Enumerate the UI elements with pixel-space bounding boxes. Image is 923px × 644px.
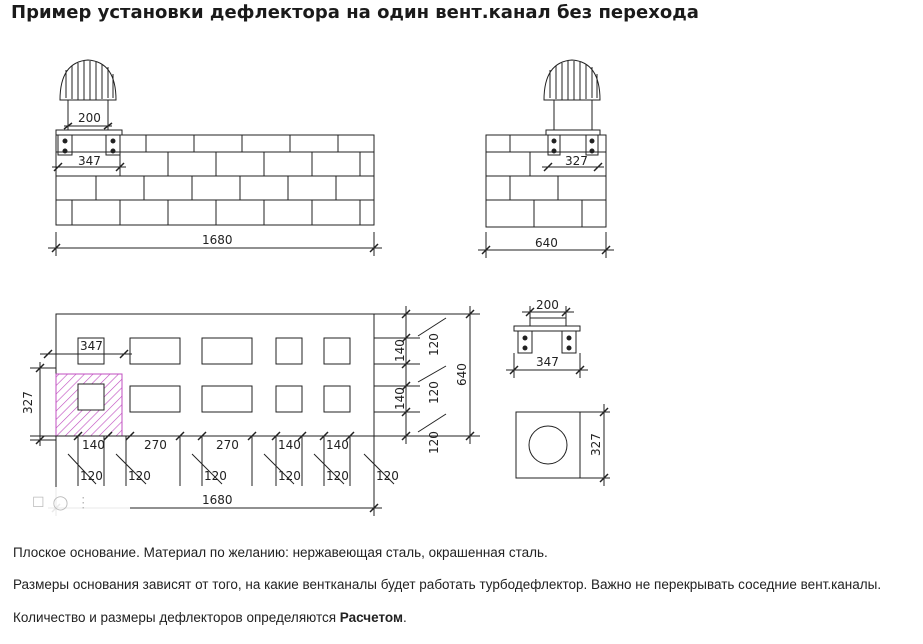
paragraph-calculation: Количество и размеры дефлекторов определ… (13, 610, 407, 625)
deflector-drawing: 200 347 1680 327 640 (21, 59, 614, 516)
dim-plan-r120a: 120 (427, 333, 441, 356)
calc-suffix: . (402, 610, 407, 625)
dim-plan-140a: 140 (82, 438, 105, 452)
bookmark-icon[interactable]: ☐ (32, 493, 45, 510)
dim-plan-r120c: 120 (427, 431, 441, 454)
paragraph-dimensions: Размеры основания зависят от того, на ка… (13, 577, 882, 592)
camera-icon[interactable]: ◯ (52, 493, 69, 510)
turbine-icon-side (543, 59, 601, 131)
dim-side-327: 327 (565, 154, 588, 168)
dim-plan-140b: 140 (278, 438, 301, 452)
dim-plan-120-1: 120 (80, 469, 103, 483)
calc-link[interactable]: Расчетом (339, 610, 403, 625)
dim-plan-270b: 270 (216, 438, 239, 452)
plan-view (30, 306, 480, 516)
dim-plan-327: 327 (21, 391, 35, 414)
image-toolbar: ☐ ◯ ⋮ (24, 487, 130, 517)
dim-plan-120-2: 120 (128, 469, 151, 483)
paragraph-material: Плоское основание. Материал по желанию: … (13, 545, 548, 560)
dim-plan-120-3: 120 (204, 469, 227, 483)
dim-detail-347: 347 (536, 355, 559, 369)
detail-views (506, 306, 610, 486)
dim-plan-120-5: 120 (326, 469, 349, 483)
dim-plan-1680: 1680 (202, 493, 233, 507)
turbine-icon-front (59, 59, 117, 131)
dim-plan-640: 640 (455, 363, 469, 386)
dim-detail-200: 200 (536, 298, 559, 312)
calc-prefix: Количество и размеры дефлекторов определ… (13, 610, 340, 625)
dim-plan-270a: 270 (144, 438, 167, 452)
dim-plan-r120b: 120 (427, 381, 441, 404)
dim-plan-347: 347 (80, 339, 103, 353)
dim-plan-120-6: 120 (376, 469, 399, 483)
more-icon[interactable]: ⋮ (76, 493, 91, 510)
dim-detail-327: 327 (589, 433, 603, 456)
dim-plan-r140a: 140 (393, 339, 407, 362)
side-view (478, 59, 614, 258)
dim-plan-r140b: 140 (393, 387, 407, 410)
page-title: Пример установки дефлектора на один вент… (11, 2, 699, 23)
dim-side-640: 640 (535, 236, 558, 250)
dim-front-200: 200 (78, 111, 101, 125)
dim-plan-120-4: 120 (278, 469, 301, 483)
dim-front-347: 347 (78, 154, 101, 168)
dim-plan-140c: 140 (326, 438, 349, 452)
dim-front-1680: 1680 (202, 233, 233, 247)
front-view (48, 59, 382, 256)
